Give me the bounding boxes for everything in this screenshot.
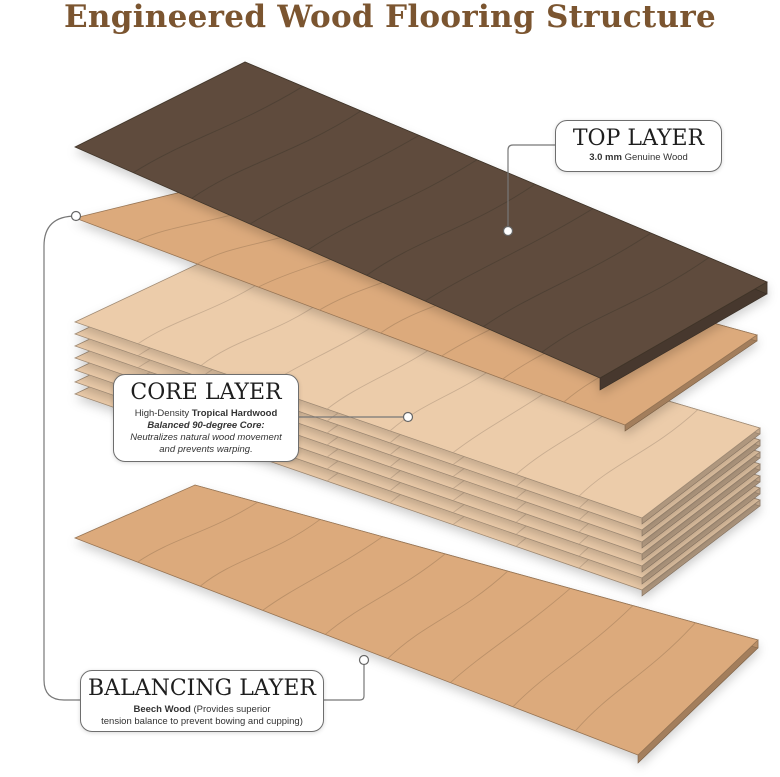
balancing-layer-heading: BALANCING LAYER <box>88 676 316 701</box>
core-layer-description: High-Density Tropical Hardwood <box>114 408 298 420</box>
balancing-layer-dot <box>358 654 370 666</box>
balancing-layer-desc-2: tension balance to prevent bowing and cu… <box>101 716 303 727</box>
balancing-layer-description-1: Beech Wood (Provides superior <box>81 704 323 716</box>
top-layer-thickness: 3.0 mm <box>589 152 622 163</box>
balancing-layer-plank <box>73 484 759 764</box>
balancing-layer-leader <box>322 660 365 701</box>
core-layer-dot <box>402 411 414 423</box>
top-layer-callout: TOP LAYER 3.0 mm Genuine Wood <box>555 120 722 172</box>
balancing-layer-desc-1: (Provides superior <box>193 704 271 715</box>
top-layer-plank <box>74 61 768 391</box>
core-layer-feature-text-2: and prevents warping. <box>159 444 253 455</box>
core-layer-feature-title: Balanced 90-degree Core: <box>147 420 265 431</box>
top-layer-heading: TOP LAYER <box>572 126 705 151</box>
balancing-layer-callout: BALANCING LAYER Beech Wood (Provides sup… <box>80 670 324 732</box>
balancing-layer-material: Beech Wood <box>133 704 191 715</box>
top-layer-description: 3.0 mm Genuine Wood <box>556 152 721 164</box>
top-layer-leader <box>507 144 555 231</box>
backing-dot <box>70 210 82 222</box>
core-layer-callout: CORE LAYER High-Density Tropical Hardwoo… <box>113 374 299 462</box>
top-layer-material: Genuine Wood <box>624 152 688 163</box>
page-title: Engineered Wood Flooring Structure <box>63 0 717 35</box>
core-layer-material: Tropical Hardwood <box>191 408 278 419</box>
bracket-leader <box>43 215 80 701</box>
core-layer-density: High-Density <box>134 408 190 419</box>
core-layer-heading: CORE LAYER <box>130 380 282 405</box>
top-layer-dot <box>502 225 514 237</box>
core-layer-feature-text-1: Neutralizes natural wood movement <box>130 432 282 443</box>
